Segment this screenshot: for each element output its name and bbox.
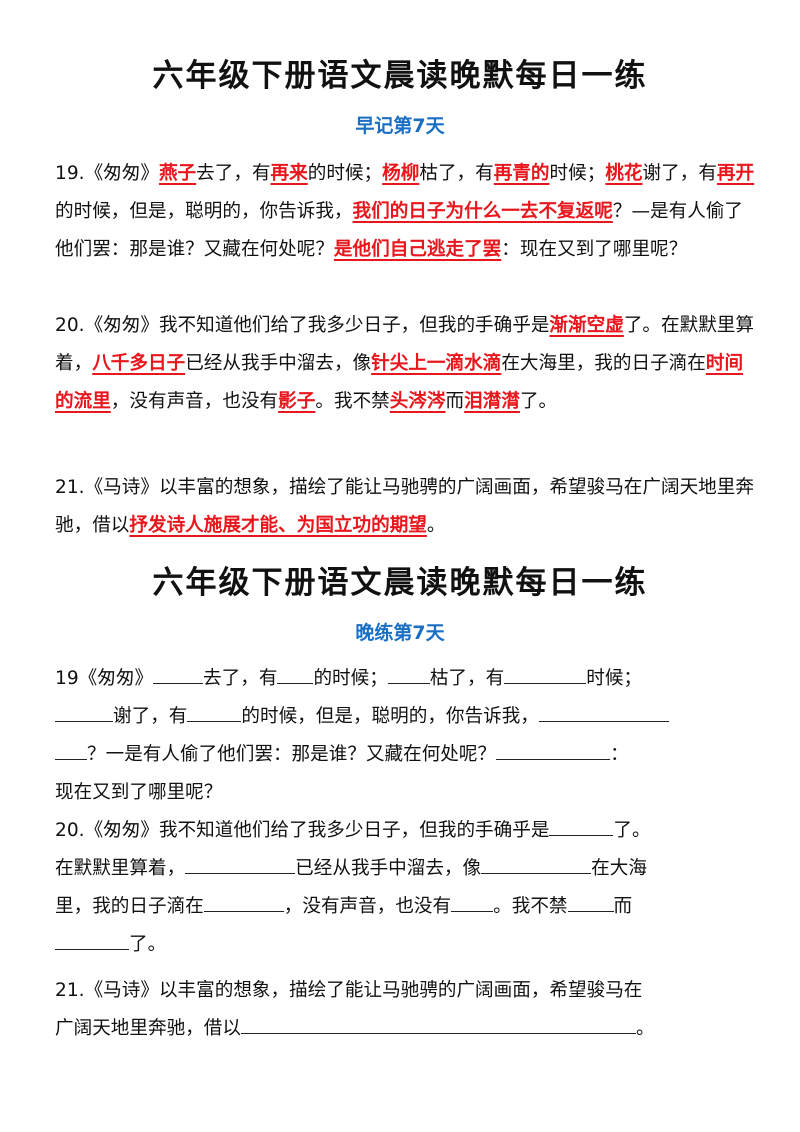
- text: ？一是有人偷了他们罢：那是谁？又藏在何处呢？: [87, 744, 497, 765]
- text: 。我不禁: [493, 896, 568, 917]
- line: 里，我的日子滴在 ，没有声音，也没有 。我不禁 而: [55, 896, 632, 917]
- line: 19《匆匆》 去了，有 的时候； 枯了，有 时候；: [55, 668, 642, 689]
- text: 19《匆匆》: [55, 668, 154, 689]
- answer-blank[interactable]: [185, 857, 296, 874]
- line: 广阔天地里奔驰，借以 。: [55, 1018, 655, 1039]
- text: 去了，有: [203, 668, 278, 689]
- answer: 桃花: [605, 163, 643, 184]
- answer: 杨柳: [382, 163, 420, 184]
- text: 枯了，有: [429, 668, 505, 689]
- answer-blank[interactable]: [567, 895, 614, 912]
- answer: 八千多日子: [92, 353, 186, 374]
- text: 去了，有: [196, 163, 271, 184]
- text: 的时候，但是，聪明的，你告诉我，: [55, 201, 353, 222]
- text: 21.《马诗》以丰富的想象，描绘了能让马驰骋的广阔画面，希望骏马在: [55, 980, 643, 1001]
- text: ：: [610, 744, 629, 765]
- answer: 泪潸潸: [464, 391, 520, 412]
- text: 19.《匆匆》: [55, 163, 159, 184]
- answer-blank[interactable]: [187, 705, 242, 722]
- text: 的时候，但是，聪明的，你告诉我，: [241, 706, 539, 727]
- text: 里，我的日子滴在: [55, 896, 204, 917]
- answer: 头涔涔: [389, 391, 446, 412]
- text: 了。: [129, 934, 167, 955]
- answer: 燕子: [158, 163, 197, 184]
- text: 的时候；: [307, 163, 383, 184]
- text: 现在又到了哪里呢？: [55, 782, 223, 803]
- text: 的时候；: [313, 668, 388, 689]
- evening-subtitle: 晚练第7天: [355, 622, 445, 644]
- answer-blank[interactable]: [538, 705, 669, 722]
- text: 已经从我手中溜去，像: [185, 353, 372, 374]
- text: 而: [613, 896, 633, 917]
- line: ？一是有人偷了他们罢：那是谁？又藏在何处呢？ ：: [55, 744, 629, 765]
- text: 了。: [613, 820, 651, 841]
- text: 谢了，有: [113, 706, 188, 727]
- line: 21.《马诗》以丰富的想象，描绘了能让马驰骋的广阔画面，希望骏马在: [55, 980, 642, 1001]
- morning-subtitle: 早记第7天: [355, 115, 445, 137]
- answer: 再开: [716, 163, 755, 184]
- line: 在默默里算着， 已经从我手中溜去，像 在大海: [55, 858, 647, 879]
- answer-blank[interactable]: [549, 819, 614, 836]
- answer: 再青的: [493, 163, 550, 184]
- answer-blank[interactable]: [387, 667, 430, 684]
- text: 已经从我手中溜去，像: [295, 858, 482, 879]
- line: 谢了，有 的时候，但是，聪明的，你告诉我，: [55, 706, 669, 727]
- text: 在大海里，我的日子滴在: [501, 353, 706, 374]
- answer: 我们的日子为什么一去不复返呢: [352, 201, 613, 222]
- evening-item-20: 20.《匆匆》我不知道他们给了我多少日子，但我的手确乎是了。在默默里算着，已经从…: [55, 812, 755, 964]
- answer: 针尖上一滴水滴: [371, 353, 502, 374]
- text: 。: [426, 515, 446, 536]
- morning-item-19: 19.《匆匆》燕子去了，有再来的时候；杨柳枯了，有再青的时候；桃花谢了，有再开的…: [55, 155, 755, 269]
- text: 20.《匆匆》我不知道他们给了我多少日子，但我的手确乎是: [55, 315, 550, 336]
- answer-blank[interactable]: [451, 895, 494, 912]
- answer: 影子: [278, 391, 316, 412]
- answer-blank[interactable]: [55, 743, 87, 760]
- answer-blank[interactable]: [55, 705, 113, 722]
- answer-blank[interactable]: [504, 667, 587, 684]
- answer-blank[interactable]: [203, 895, 284, 912]
- answer: 再来: [270, 163, 308, 184]
- text: 时候；: [586, 668, 643, 689]
- answer: 是他们自己逃走了罢: [333, 239, 502, 260]
- answer-blank[interactable]: [496, 743, 611, 760]
- answer-blank[interactable]: [240, 1017, 636, 1034]
- answer-blank[interactable]: [55, 933, 129, 950]
- text: 21.《马诗》以丰富的想象，描绘了能让马驰骋的广阔画面，希望骏马在广阔天地里奔驰…: [55, 477, 754, 536]
- text: ：现在又到了哪里呢？: [501, 239, 688, 260]
- text: 在默默里算着，: [55, 858, 186, 879]
- morning-item-20: 20.《匆匆》我不知道他们给了我多少日子，但我的手确乎是渐渐空虚了。在默默里算着…: [55, 307, 755, 421]
- answer: 抒发诗人施展才能、为国立功的期望: [129, 515, 427, 536]
- text: 时候；: [549, 163, 606, 184]
- evening-item-19: 19《匆匆》 去了，有 的时候； 枯了，有 时候； 谢了，有 的时候，但是，聪明的，你告诉我…: [55, 660, 755, 812]
- answer-blank[interactable]: [481, 857, 592, 874]
- evening-title: 六年级下册语文晨读晚默每日一练: [152, 565, 648, 601]
- answer: 时间的流里: [55, 353, 744, 412]
- text: 在大海: [591, 858, 647, 879]
- text: ，没有声音，也没有: [110, 391, 279, 412]
- morning-title: 六年级下册语文晨读晚默每日一练: [152, 58, 648, 94]
- answer-blank[interactable]: [277, 667, 314, 684]
- text: 枯了，有: [419, 163, 494, 184]
- evening-item-21: 21.《马诗》以丰富的想象，描绘了能让马驰骋的广阔画面，希望骏马在广阔天地里奔驰…: [55, 972, 755, 1048]
- text: ，没有声音，也没有: [283, 896, 452, 917]
- line: 了。: [55, 934, 166, 955]
- text: 。我不禁: [315, 391, 390, 412]
- text: 20.《匆匆》我不知道他们给了我多少日子，但我的手确乎是: [55, 820, 550, 841]
- text: 了。: [519, 391, 558, 412]
- text: 谢了，有: [642, 163, 717, 184]
- answer-blank[interactable]: [153, 667, 204, 684]
- morning-item-21: 21.《马诗》以丰富的想象，描绘了能让马驰骋的广阔画面，希望骏马在广阔天地里奔驰…: [55, 469, 755, 545]
- text: 。: [635, 1018, 655, 1039]
- line: 20.《匆匆》我不知道他们给了我多少日子，但我的手确乎是 了。: [55, 820, 651, 841]
- text: 了。在默默里算着，: [55, 315, 754, 374]
- answer: 渐渐空虚: [549, 315, 624, 336]
- text: 而: [445, 391, 465, 412]
- text: ？—是有人偷了他们罢：那是谁？又藏在何处呢？: [55, 201, 744, 260]
- text: 广阔天地里奔驰，借以: [55, 1018, 241, 1039]
